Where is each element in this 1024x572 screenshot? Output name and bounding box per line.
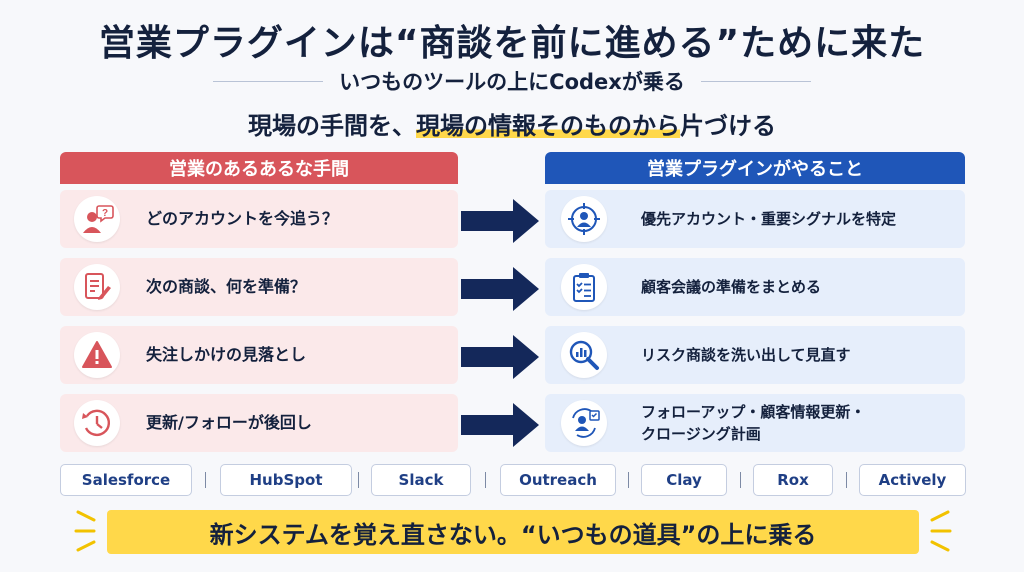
action-text-4: フォローアップ・顧客情報更新・ クロージング計画: [641, 401, 865, 445]
svg-text:?: ?: [102, 208, 108, 219]
person-cycle-check-icon: [561, 400, 607, 446]
page-title: 営業プラグインは“商談を前に進める”ために来た: [98, 23, 926, 64]
action-row-4: フォローアップ・顧客情報更新・ クロージング計画: [545, 394, 965, 452]
pain-row-2: 次の商談、何を準備？: [60, 258, 458, 316]
action-text-3: リスク商談を洗い出して見直す: [641, 346, 851, 364]
pain-text-2: 次の商談、何を準備？: [146, 277, 307, 296]
tool-separator: [205, 472, 206, 488]
tool-separator: [740, 472, 741, 488]
document-edit-icon: [74, 264, 120, 310]
clock-icon: [74, 400, 120, 446]
subtitle: いつものツールの上にCodexが乗る: [339, 70, 685, 94]
tool-separator: [628, 472, 629, 488]
plugin-actions-header: 営業プラグインがやること: [545, 152, 965, 184]
action-text-1: 優先アカウント・重要シグナルを特定: [641, 210, 897, 228]
action-text-2: 顧客会議の準備をまとめる: [641, 278, 822, 296]
tool-badge-outreach: Outreach: [500, 464, 616, 496]
action-row-2: 顧客会議の準備をまとめる: [545, 258, 965, 316]
tagline-end: 片づける: [680, 112, 776, 140]
tool-badge-salesforce: Salesforce: [60, 464, 192, 496]
action-row-1: 優先アカウント・重要シグナルを特定: [545, 190, 965, 248]
person-question-icon: ?: [74, 196, 120, 242]
subtitle-row: いつものツールの上にCodexが乗る: [0, 66, 1024, 96]
warning-icon: [74, 332, 120, 378]
action-text-4-line1: フォローアップ・顧客情報更新・: [641, 403, 866, 421]
tool-badge-hubspot: HubSpot: [220, 464, 352, 496]
tool-badge-rox: Rox: [753, 464, 833, 496]
action-row-3: リスク商談を洗い出して見直す: [545, 326, 965, 384]
arrow-right-icon: [461, 267, 539, 311]
target-person-icon: [561, 196, 607, 242]
pain-row-3: 失注しかけの見落とし: [60, 326, 458, 384]
sparkle-rays-left-icon: [74, 510, 96, 552]
pain-row-1: ? どのアカウントを今追う？: [60, 190, 458, 248]
subtitle-divider-left: [213, 80, 324, 82]
arrow-right-icon: [461, 403, 539, 447]
tagline-start: 現場の手間を、: [248, 112, 416, 140]
pain-text-4: 更新/フォローが後回し: [146, 413, 312, 432]
pain-row-4: 更新/フォローが後回し: [60, 394, 458, 452]
tool-badge-slack: Slack: [371, 464, 471, 496]
tool-badge-clay: Clay: [641, 464, 727, 496]
tool-separator: [846, 472, 847, 488]
tool-list: Salesforce HubSpot Slack Outreach Clay R…: [60, 464, 966, 496]
pain-text-3: 失注しかけの見落とし: [146, 345, 307, 364]
tool-separator: [358, 472, 359, 488]
bottom-banner: 新システムを覚え直さない。“いつもの道具”の上に乗る: [107, 510, 919, 554]
pain-text-1: どのアカウントを今追う？: [146, 209, 339, 228]
arrow-right-icon: [461, 335, 539, 379]
tool-separator: [485, 472, 486, 488]
magnifier-chart-icon: [561, 332, 607, 378]
subtitle-divider-right: [700, 80, 811, 82]
arrow-right-icon: [461, 199, 539, 243]
pain-points-header: 営業のあるあるな手間: [60, 152, 458, 184]
clipboard-checklist-icon: [561, 264, 607, 310]
action-text-4-line2: クロージング計画: [641, 425, 761, 443]
tool-badge-actively: Actively: [859, 464, 966, 496]
tagline-highlight: 現場の情報そのものから: [416, 112, 680, 140]
sparkle-rays-right-icon: [930, 510, 952, 552]
tagline: 現場の手間を、現場の情報そのものから片づける: [0, 106, 1024, 141]
